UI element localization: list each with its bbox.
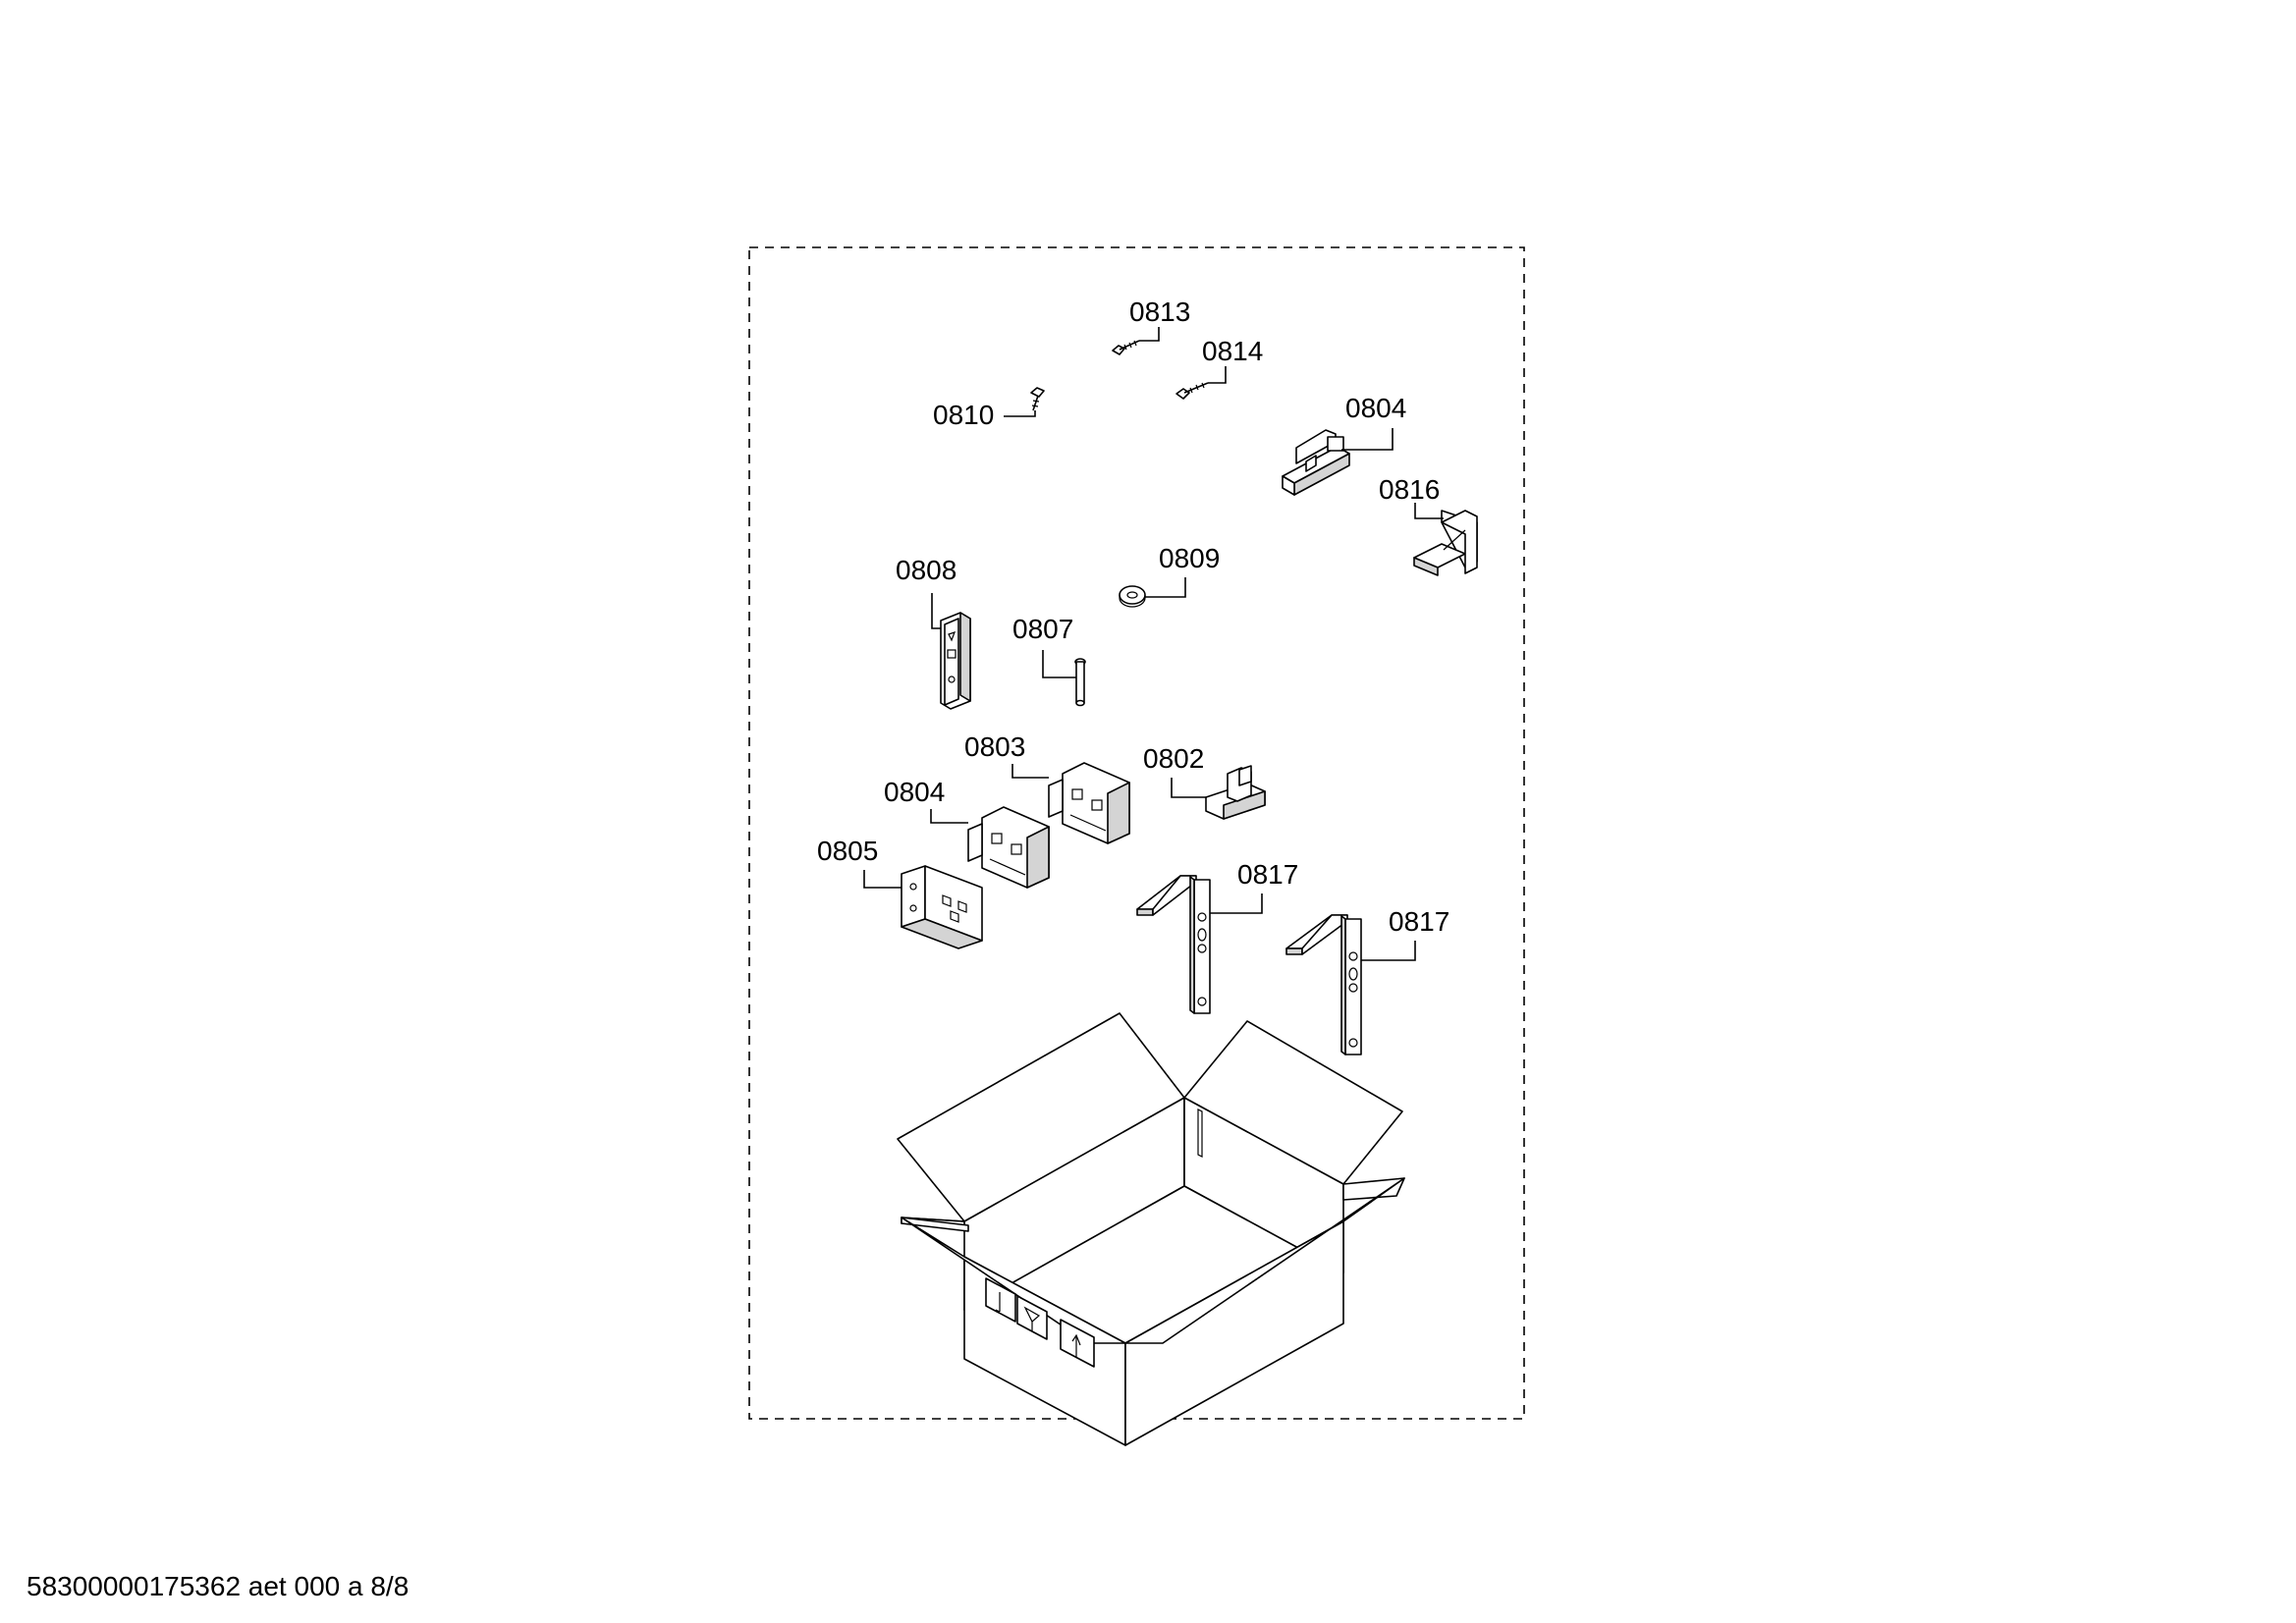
part-0804-bracket-mid[interactable] bbox=[930, 806, 1050, 889]
label-0810: 0810 bbox=[933, 400, 994, 430]
label-0804-top: 0804 bbox=[1345, 393, 1406, 423]
part-0816-angle-bracket[interactable] bbox=[1413, 503, 1478, 576]
part-0808-rail[interactable] bbox=[931, 593, 971, 710]
label-0814: 0814 bbox=[1202, 336, 1263, 366]
label-0807: 0807 bbox=[1012, 614, 1073, 644]
handling-symbols bbox=[985, 1277, 1095, 1368]
label-0813: 0813 bbox=[1129, 297, 1190, 327]
leader-0805 bbox=[863, 870, 902, 889]
leader-0803 bbox=[1011, 764, 1049, 779]
leader-0807 bbox=[1042, 650, 1076, 678]
part-0803-bracket[interactable] bbox=[1011, 762, 1130, 844]
label-0802: 0802 bbox=[1143, 743, 1204, 774]
part-0807-pin[interactable] bbox=[1042, 650, 1086, 707]
label-0808: 0808 bbox=[896, 555, 957, 585]
label-0803: 0803 bbox=[964, 731, 1025, 762]
label-0817-right: 0817 bbox=[1389, 906, 1449, 937]
leader-0817-left bbox=[1210, 893, 1263, 914]
label-0804-mid: 0804 bbox=[884, 777, 945, 807]
cardboard-box bbox=[897, 1012, 1405, 1446]
leader-0816 bbox=[1414, 503, 1444, 519]
part-0814-screw[interactable] bbox=[1175, 366, 1227, 400]
leader-0804-top bbox=[1341, 428, 1394, 451]
document-footer: 58300000175362 aet 000 a 8/8 bbox=[27, 1571, 410, 1601]
leader-0813 bbox=[1139, 327, 1160, 342]
leader-0814 bbox=[1208, 366, 1227, 384]
leader-0802 bbox=[1171, 778, 1206, 798]
leader-0804-mid bbox=[930, 809, 968, 824]
label-0816: 0816 bbox=[1379, 474, 1440, 505]
leader-0809 bbox=[1145, 577, 1186, 598]
label-0809: 0809 bbox=[1159, 543, 1220, 573]
label-0805: 0805 bbox=[817, 836, 878, 866]
part-0817-bracket-left[interactable] bbox=[1136, 875, 1263, 1014]
leader-0808 bbox=[931, 593, 941, 629]
part-0805-plate[interactable] bbox=[863, 865, 983, 949]
part-0804-hinge-top[interactable] bbox=[1282, 428, 1394, 496]
part-0810-screw[interactable] bbox=[1004, 387, 1045, 417]
leader-0817-right bbox=[1361, 941, 1416, 961]
part-0809-nut[interactable] bbox=[1119, 577, 1186, 608]
part-0817-bracket-right[interactable] bbox=[1285, 914, 1416, 1055]
part-0813-screw[interactable] bbox=[1112, 327, 1160, 355]
label-0817-left: 0817 bbox=[1237, 859, 1298, 890]
leader-0810 bbox=[1004, 410, 1036, 417]
part-0802-block[interactable] bbox=[1171, 765, 1266, 820]
